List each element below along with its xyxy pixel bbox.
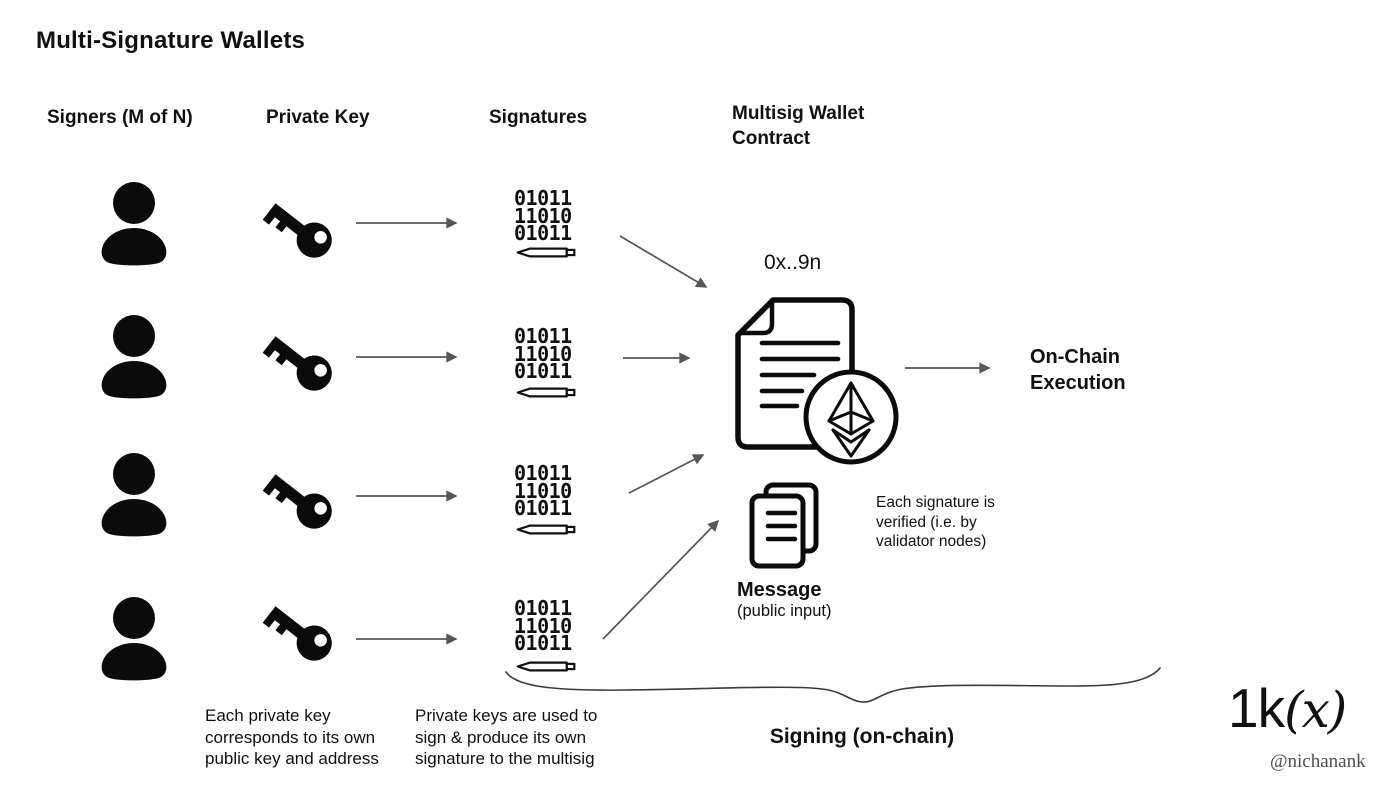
page-title: Multi-Signature Wallets (36, 27, 306, 54)
message-pages-icon (749, 482, 819, 569)
column-header-private-key: Private Key (266, 107, 370, 128)
person-icon (101, 315, 167, 399)
signature-binary: 01011 11010 01011 (514, 324, 572, 383)
key-icon (262, 326, 338, 398)
signature-binary: 01011 11010 01011 (514, 596, 572, 655)
arrow-icon (602, 235, 991, 640)
logo-text: 1k (1228, 677, 1285, 739)
signature-note: Private keys are used to sign & produce … (415, 706, 598, 768)
author-handle: @nichanank (1270, 751, 1366, 772)
pen-icon (516, 524, 576, 535)
on-chain-execution-label: On-Chain Execution (1030, 346, 1126, 394)
1kx-logo: 1k(x) (1228, 676, 1347, 740)
column-header-contract: Multisig Wallet Contract (732, 103, 865, 149)
signing-on-chain-label: Signing (on-chain) (769, 725, 955, 748)
arrow-icon (356, 217, 458, 645)
curly-brace (505, 667, 1161, 703)
person-icon (101, 597, 167, 681)
key-icon (262, 464, 338, 536)
message-sublabel: (public input) (737, 602, 832, 620)
pen-icon (516, 387, 576, 398)
private-key-note: Each private key corresponds to its own … (205, 706, 379, 768)
person-icon (101, 182, 167, 266)
column-header-signers: Signers (M of N) (47, 107, 193, 128)
key-icon (262, 596, 338, 668)
verification-note: Each signature is verified (i.e. by vali… (876, 494, 995, 550)
message-label: Message (737, 579, 822, 601)
pen-icon (516, 661, 576, 672)
signature-binary: 01011 11010 01011 (514, 186, 572, 245)
column-header-signatures: Signatures (489, 107, 588, 128)
person-icon (101, 453, 167, 537)
contract-address: 0x..9n (764, 251, 822, 274)
pen-icon (516, 247, 576, 258)
logo-fx-text: (x) (1284, 681, 1347, 739)
key-icon (262, 193, 338, 265)
ethereum-icon (803, 369, 899, 465)
signature-binary: 01011 11010 01011 (514, 461, 572, 520)
